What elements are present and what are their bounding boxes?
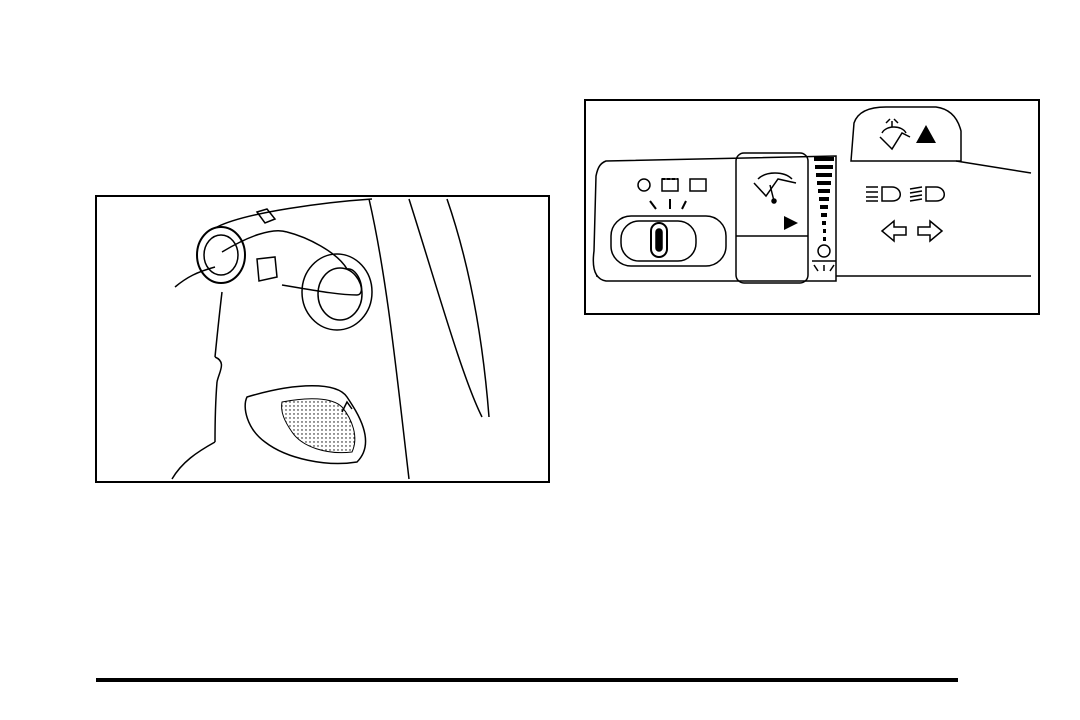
steering-column-icon: [217, 199, 372, 227]
left-arrow-icon: [882, 221, 906, 241]
lever-drawing: [97, 197, 548, 481]
page-footer-rule: [96, 678, 958, 682]
wiper-control-illustration: [584, 99, 1040, 315]
high-beam-icon: [866, 187, 900, 201]
low-beam-icon: [910, 187, 944, 201]
wiper-control-drawing: [586, 101, 1038, 313]
right-arrow-icon: [918, 221, 942, 241]
lever-illustration: [95, 195, 550, 483]
